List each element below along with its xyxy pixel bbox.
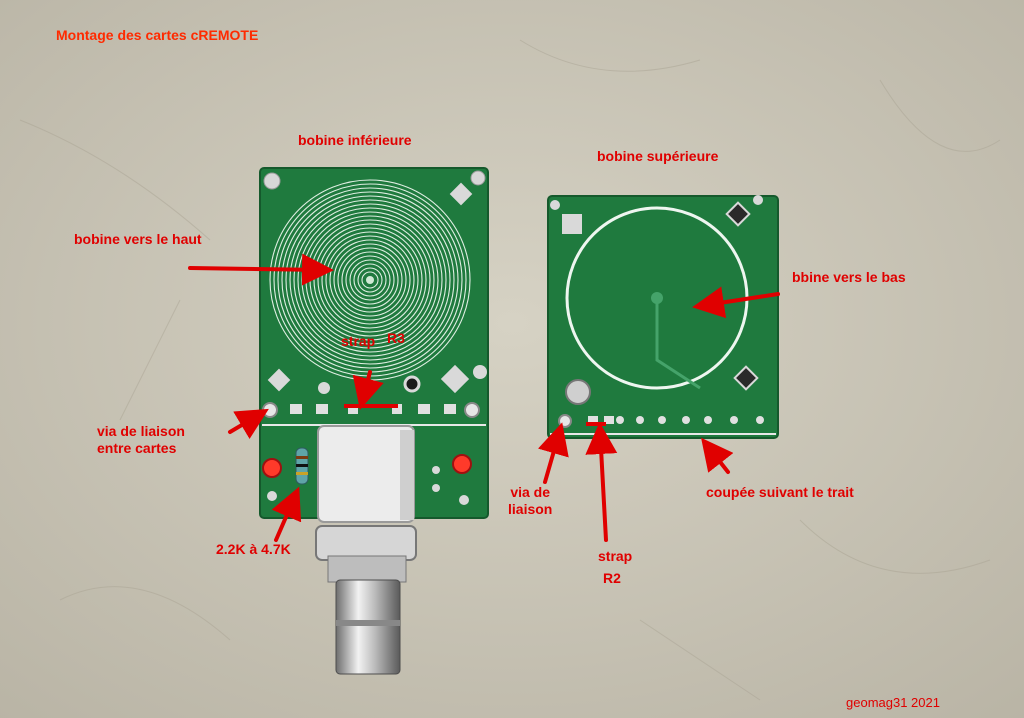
resistor-band	[296, 464, 308, 467]
label-strap-r3: strap	[341, 333, 376, 349]
smd-pad	[392, 404, 402, 414]
label-cut-line: coupée suivant le trait	[706, 484, 854, 500]
diamond-pad	[733, 365, 759, 391]
mounting-hole	[753, 195, 763, 205]
lower-link-via	[262, 402, 278, 418]
red-led-left	[262, 458, 282, 478]
connector-barrel-ring	[336, 620, 400, 626]
via-hole	[464, 402, 480, 418]
diamond-pad	[267, 368, 291, 392]
diamond-pad	[440, 364, 470, 394]
label-strap-r2-ref: R2	[603, 570, 621, 586]
connector-thread	[327, 555, 407, 583]
coil-turn	[357, 267, 383, 293]
coil-turn	[289, 199, 451, 361]
label-lower-coil: bobine inférieure	[298, 132, 412, 148]
annotation-arrows	[188, 253, 780, 542]
smd-pad	[444, 404, 456, 414]
coil-turn	[361, 271, 379, 289]
connector-nut	[315, 525, 417, 561]
bnc-connector	[315, 425, 417, 675]
connector-housing	[317, 425, 415, 523]
via-hole	[432, 484, 440, 492]
connector-barrel	[335, 579, 401, 675]
red-led-right	[452, 454, 472, 474]
arrow-cut-line	[701, 437, 734, 474]
coil-turn	[281, 191, 459, 369]
diamond-pad	[725, 201, 751, 227]
via-hole	[459, 495, 469, 505]
arrow-strap-r2	[585, 422, 618, 542]
arrow-resistor	[271, 486, 302, 542]
via-hole	[565, 379, 591, 405]
photo-signature: geomag31 2021	[846, 695, 940, 710]
arrow-lower-link-via	[228, 408, 269, 440]
label-upper-coil: bobine supérieure	[597, 148, 719, 164]
smd-pad	[316, 404, 328, 414]
upper-pad-row	[588, 416, 764, 424]
arrow-coil-down	[692, 286, 780, 319]
label-lower-link-via-line1: via de liaison	[97, 423, 185, 439]
label-lower-link-via-line2: entre cartes	[97, 440, 177, 456]
via-hole	[318, 382, 330, 394]
coil-turn	[285, 195, 455, 365]
mounting-hole	[550, 200, 560, 210]
smd-pad	[290, 404, 302, 414]
via-hole	[267, 491, 277, 501]
coil-turn	[349, 259, 391, 301]
coil-turn	[345, 255, 395, 305]
connector-housing-shadow	[400, 430, 414, 520]
via-hole	[432, 466, 440, 474]
lower-coil-center	[366, 276, 374, 284]
label-resistor-value: 2.2K à 4.7K	[216, 541, 291, 557]
mounting-hole	[263, 172, 281, 190]
coil-turn	[353, 263, 387, 297]
arrow-strap-r3	[352, 370, 384, 410]
via-hole	[473, 365, 487, 379]
upper-coil-pcb	[547, 195, 779, 439]
label-coil-up: bobine vers le haut	[74, 231, 202, 247]
coil-turn	[333, 243, 407, 317]
label-upper-link-via-line2: liaison	[508, 501, 553, 517]
coil-turn	[297, 207, 443, 353]
coil-turn	[337, 247, 403, 313]
label-upper-link-via-line1: via de	[510, 484, 551, 500]
upper-link-via	[558, 414, 572, 428]
arrow-upper-link-via	[537, 422, 569, 484]
resistor-band	[296, 472, 308, 475]
surface-scratches	[19, 39, 1001, 701]
upper-coil-trace	[655, 298, 701, 390]
resistor-band	[296, 456, 308, 459]
label-strap-r2: strap	[598, 548, 633, 564]
coil-turn	[293, 203, 447, 357]
arrow-coil-up	[188, 253, 334, 286]
smd-pad	[418, 404, 430, 414]
via-hole	[403, 375, 421, 393]
label-lower-link-via: via de liaison entre cartes	[97, 423, 185, 457]
mounting-hole	[470, 170, 486, 186]
coil-turn	[341, 251, 399, 309]
label-upper-link-via: via de liaison	[508, 484, 552, 518]
label-strap-r3-ref: R3	[387, 330, 405, 346]
label-coil-down: bbine vers le bas	[792, 269, 906, 285]
square-pad	[562, 214, 582, 234]
photo-title: Montage des cartes cREMOTE	[56, 27, 259, 43]
